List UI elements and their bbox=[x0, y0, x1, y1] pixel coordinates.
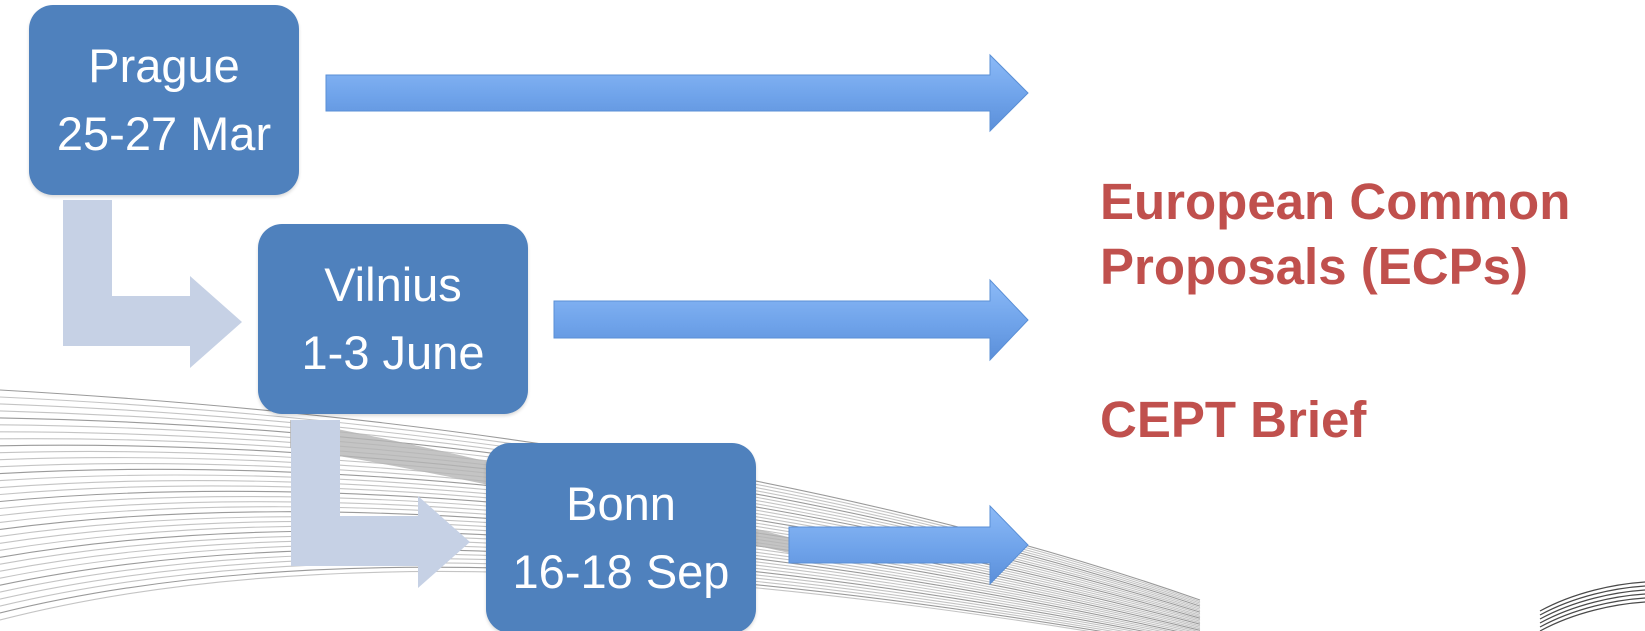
outcome-ecp-label: European Common Proposals (ECPs) bbox=[1100, 169, 1570, 300]
meeting-box-vilnius: Vilnius 1-3 June bbox=[258, 224, 528, 414]
outcome-arrow-vilnius bbox=[553, 278, 1029, 362]
corner-swoosh-line bbox=[1539, 585, 1645, 616]
corner-swoosh-decoration bbox=[1539, 581, 1645, 631]
outcome-arrow-bonn bbox=[788, 504, 1029, 586]
meeting-box-bonn: Bonn 16-18 Sep bbox=[486, 443, 756, 631]
corner-swoosh-line bbox=[1539, 589, 1645, 620]
outcome-ecp-line-1: European Common bbox=[1100, 173, 1571, 230]
corner-swoosh-line bbox=[1539, 593, 1645, 624]
outcome-arrow-prague bbox=[325, 53, 1029, 133]
corner-swoosh-line bbox=[1539, 581, 1645, 612]
meeting-dates-vilnius: 1-3 June bbox=[301, 326, 485, 379]
corner-swoosh-line bbox=[1539, 601, 1645, 631]
elbow-arrow-prague-to-vilnius bbox=[63, 200, 242, 368]
meeting-dates-bonn: 16-18 Sep bbox=[512, 545, 730, 598]
meeting-city-prague: Prague bbox=[88, 38, 240, 92]
meeting-city-bonn: Bonn bbox=[566, 476, 676, 530]
meeting-city-vilnius: Vilnius bbox=[324, 257, 462, 311]
meeting-box-prague: Prague 25-27 Mar bbox=[29, 5, 299, 195]
meeting-dates-prague: 25-27 Mar bbox=[56, 107, 272, 160]
outcome-cept-brief-label: CEPT Brief bbox=[1100, 391, 1367, 448]
outcome-ecp-line-2: Proposals (ECPs) bbox=[1100, 238, 1528, 296]
elbow-arrow-vilnius-to-bonn bbox=[291, 420, 470, 588]
corner-swoosh-line bbox=[1539, 597, 1645, 628]
